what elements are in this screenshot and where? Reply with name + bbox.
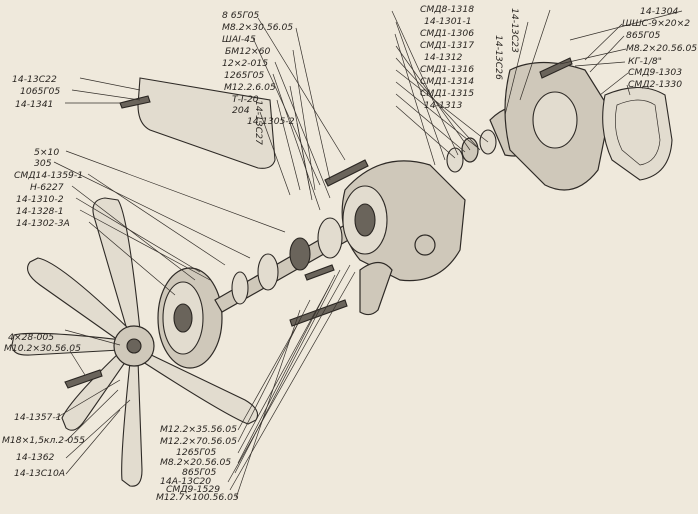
label-l44: 14-1362 — [16, 452, 55, 463]
label-l24: СМД1-1306 — [420, 28, 474, 39]
label-l51: 14А-13С20 — [160, 476, 211, 487]
label-l13: 1065Г05 — [20, 86, 60, 97]
label-l47: М12.2×70.56.05 — [160, 436, 237, 447]
label-l52: СМД9-1529 — [166, 484, 220, 495]
label-l26: 14-1312 — [424, 52, 463, 63]
label-l7: М12.2.6.05 — [224, 82, 276, 93]
label-l53: М12.7×100.56.05 — [156, 492, 239, 503]
label-l9: 204 — [232, 105, 250, 116]
label-l48: 1265Г05 — [176, 447, 216, 458]
shaft-assembly — [214, 217, 353, 313]
label-l21: 14-1302-3А — [16, 218, 70, 229]
pump-body — [341, 160, 466, 282]
cover-opening — [532, 91, 578, 149]
label-l20: 14-1328-1 — [16, 206, 64, 217]
label-l30: 14-1313 — [424, 100, 463, 111]
label-l33: 14-1304 — [640, 6, 679, 17]
label-l39: СМД2-1330 — [628, 79, 682, 90]
part-labels: 8 65Г05 М8.2×30.56.05 ШАI-45 БМ12×60 12×… — [2, 4, 697, 503]
label-l29: СМД1-1315 — [420, 88, 474, 99]
label-l32: 14-13С23 — [509, 8, 520, 53]
label-l15: 5×10 — [34, 147, 59, 158]
label-l35: 865Г05 — [626, 30, 661, 41]
label-l2: М8.2×30.56.05 — [222, 22, 293, 33]
label-l4: БМ12×60 — [225, 46, 270, 57]
label-l40: 4×28-005 — [8, 332, 54, 343]
label-l45: 14-13С10А — [14, 468, 65, 479]
label-l6: 1265Г05 — [224, 70, 264, 81]
label-l38: СМД9-1303 — [628, 67, 682, 78]
label-l17: СМД14-1359-1 — [14, 170, 83, 181]
label-l23: 14-1301-1 — [424, 16, 472, 27]
label-l11: 14-13С27 — [253, 100, 264, 145]
label-l34: ШШС-9×20×2 — [622, 18, 690, 29]
label-l12: 14-13С22 — [12, 74, 57, 85]
cover-gasket — [602, 87, 673, 181]
label-l49: М8.2×20.56.05 — [160, 457, 231, 468]
label-l10: 14-1305-2 — [247, 116, 295, 127]
label-l22: СМД8-1318 — [420, 4, 474, 15]
label-l16: 305 — [34, 158, 52, 169]
label-l18: Н-6227 — [30, 182, 64, 193]
label-l3: ШАI-45 — [222, 34, 256, 45]
label-l14: 14-1341 — [15, 99, 53, 110]
label-l1: 8 65Г05 — [222, 10, 259, 21]
label-l41: М10.2×30.56.05 — [4, 343, 81, 354]
outlet-elbow — [359, 261, 393, 316]
mounting-bracket — [137, 77, 276, 169]
label-l8: Т-I-20 — [232, 94, 259, 105]
label-l28: СМД1-1314 — [420, 76, 474, 87]
label-l27: СМД1-1316 — [420, 64, 474, 75]
label-l46: М12.2×35.56.05 — [160, 424, 237, 435]
label-l37: КГ-1/8" — [628, 56, 662, 67]
label-l43: М18×1,5кл.2-055 — [2, 435, 85, 446]
label-l36: М8.2×20.56.05 — [626, 43, 697, 54]
fan-hub-center — [126, 338, 142, 354]
pulley — [157, 267, 223, 369]
leader-lines — [53, 9, 683, 499]
label-l31: 14-13С26 — [493, 35, 504, 80]
label-l19: 14-1310-2 — [16, 194, 64, 205]
label-l42: 14-1357-1 — [14, 412, 62, 423]
seal-stack — [446, 129, 497, 173]
fan-blades — [11, 197, 259, 487]
label-l50: 865Г05 — [182, 467, 217, 478]
label-l5: 12×2-015 — [222, 58, 268, 69]
label-l25: СМД1-1317 — [420, 40, 474, 51]
